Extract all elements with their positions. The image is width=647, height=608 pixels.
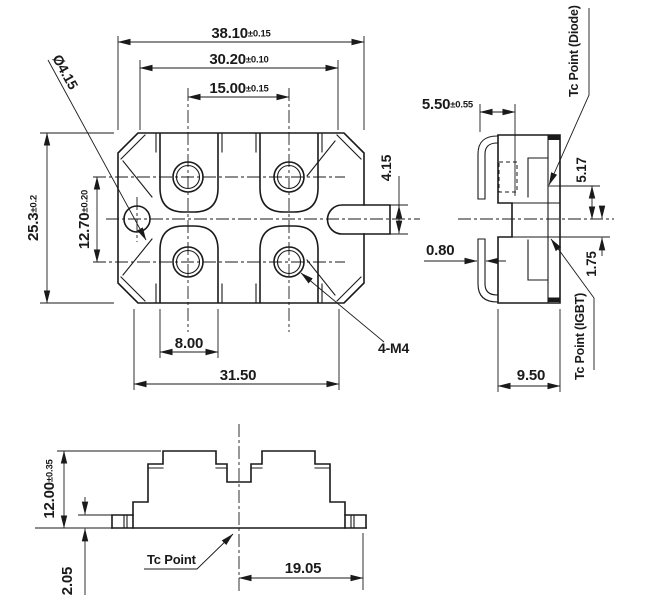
side-view: 5.50±0.55 0.80 9.50 5.17 1.75 (422, 5, 614, 392)
front-ear-right (344, 514, 367, 529)
dim-top-width-overall: 38.10±0.15 (117, 25, 365, 130)
leader-tc-point-front: Tc Point (144, 533, 234, 570)
svg-text:0.80: 0.80 (426, 242, 454, 259)
svg-text:8.00: 8.00 (175, 335, 203, 352)
dim-side-lead-span: 5.50±0.55 (422, 96, 516, 196)
dim-side-lead-thickness: 0.80 (424, 242, 506, 265)
top-pad-lower-left (159, 225, 219, 303)
top-pad-upper-left (159, 133, 219, 213)
dim-side-body-depth: 9.50 (497, 309, 561, 392)
svg-text:9.50: 9.50 (517, 367, 545, 384)
dim-top-hole-pitch-y: 12.70±0.20 (76, 176, 101, 263)
dim-front-tc-offset: 19.05 (238, 533, 364, 590)
side-body-outline (497, 134, 561, 304)
dim-top-hole-pitch-x: 15.00±0.15 (187, 80, 290, 101)
top-body-outline (117, 132, 365, 304)
dim-top-width-inner: 30.20±0.10 (139, 51, 339, 130)
top-view: 38.10±0.15 30.20±0.10 15.00±0.15 25.3±0.… (25, 25, 420, 390)
side-hidden-hole (498, 161, 518, 193)
side-lead-upper (477, 135, 498, 200)
top-pad-upper-right (259, 133, 319, 213)
dim-top-width-lower: 31.50 (133, 309, 340, 390)
svg-text:38.10±0.15: 38.10±0.15 (211, 25, 271, 42)
svg-text:Tc Point: Tc Point (147, 552, 197, 567)
svg-text:31.50: 31.50 (220, 367, 257, 384)
leader-top-mount-holes: 4-M4 (300, 272, 410, 356)
side-lead-lower (477, 238, 498, 303)
svg-text:25.3±0.2: 25.3±0.2 (25, 195, 42, 241)
svg-text:5.50±0.55: 5.50±0.55 (422, 96, 474, 113)
dim-top-tab-width: 4.15 (378, 154, 408, 235)
front-view: 12.00±0.35 2.05 Tc Point 19.05 (35, 424, 367, 595)
side-baseplate-pad-top (548, 135, 560, 140)
side-baseplate-pad-bottom (548, 297, 560, 302)
top-corner-rib-lines (122, 140, 336, 296)
dim-front-base-height: 2.05 (59, 497, 112, 595)
dim-front-height-overall: 12.00±0.35 (35, 450, 161, 529)
svg-text:15.00±0.15: 15.00±0.15 (209, 80, 269, 97)
leader-tc-point-igbt: Tc Point (IGBT) (550, 238, 595, 380)
leader-tc-point-diode: Tc Point (Diode) (548, 5, 590, 186)
top-centerlines (93, 88, 420, 332)
dim-side-tc-diode-offset: 5.17 (560, 157, 600, 220)
front-ear-left (111, 514, 134, 529)
dim-side-tc-igbt-offset: 1.75 (560, 205, 610, 277)
svg-text:30.20±0.10: 30.20±0.10 (209, 51, 268, 68)
side-tab-edges (511, 202, 561, 238)
front-profile (132, 450, 346, 529)
svg-text:12.00±0.35: 12.00±0.35 (41, 458, 58, 518)
svg-text:Tc Point (IGBT): Tc Point (IGBT) (573, 293, 587, 380)
dim-top-pad-width: 8.00 (159, 309, 219, 358)
svg-text:1.75: 1.75 (584, 251, 599, 277)
svg-text:2.05: 2.05 (59, 567, 76, 595)
side-internal-edges (527, 157, 549, 281)
top-pad-wall-ticks (155, 133, 323, 303)
svg-text:5.17: 5.17 (574, 157, 589, 182)
svg-text:19.05: 19.05 (285, 560, 322, 577)
dim-top-height-overall: 25.3±0.2 (25, 132, 114, 304)
svg-text:Tc Point (Diode): Tc Point (Diode) (567, 5, 581, 97)
svg-text:12.70±0.20: 12.70±0.20 (76, 190, 93, 249)
top-terminal-tab (326, 204, 391, 235)
front-ear-slots (123, 514, 355, 529)
svg-text:4.15: 4.15 (378, 154, 394, 181)
svg-text:4-M4: 4-M4 (378, 340, 410, 356)
top-corner-chamfer-lines (120, 134, 362, 302)
